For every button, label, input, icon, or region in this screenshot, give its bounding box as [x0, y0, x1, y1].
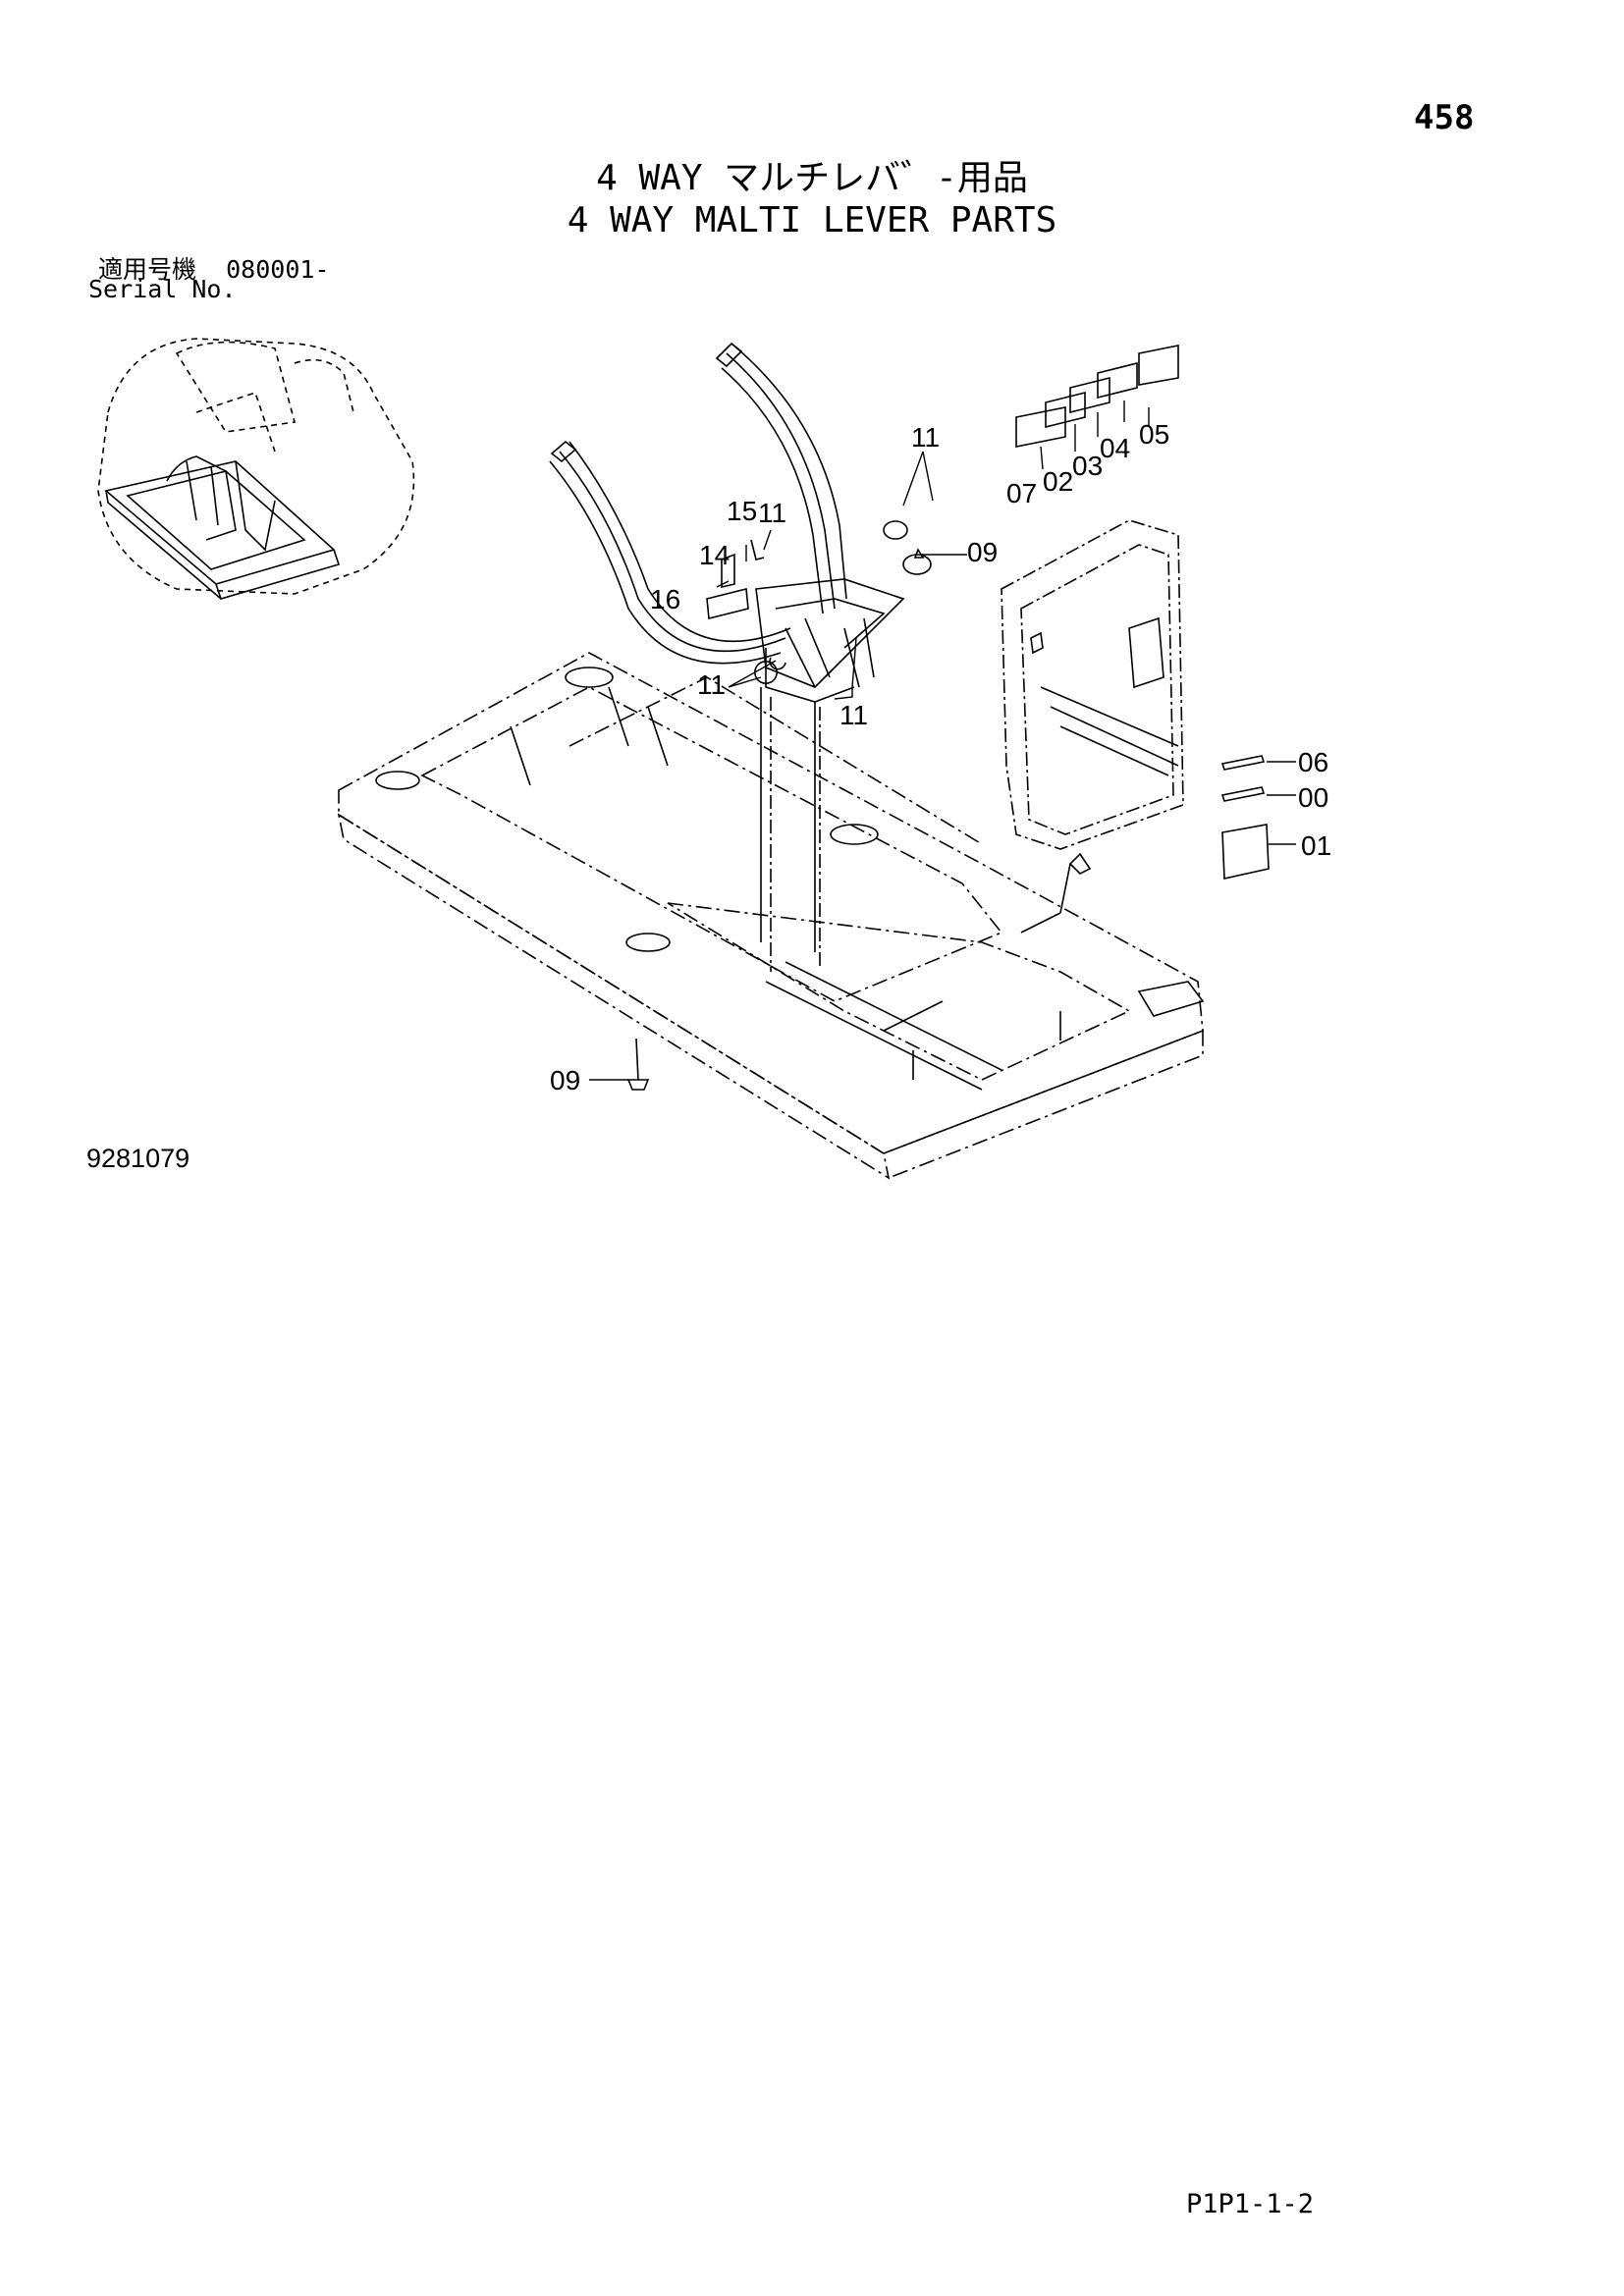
callout-02: 02	[1043, 466, 1073, 497]
callout-09-top: 09	[967, 537, 998, 567]
leader-lines	[589, 400, 1296, 1081]
page-code: P1P1-1-2	[1186, 2189, 1315, 2219]
serial-label-english: Serial No.	[88, 275, 237, 303]
callout-06: 06	[1298, 747, 1328, 777]
callout-11-left: 11	[697, 669, 726, 700]
callout-11-right: 11	[839, 700, 868, 730]
callout-09-bottom: 09	[550, 1065, 580, 1095]
callout-11-b: 11	[758, 498, 786, 528]
callout-14: 14	[699, 540, 730, 570]
callout-04: 04	[1100, 433, 1130, 463]
callout-15: 15	[727, 496, 757, 526]
page-number: 458	[1414, 98, 1475, 137]
page-title-english: 4 WAY MALTI LEVER PARTS	[567, 200, 1057, 240]
callout-03: 03	[1072, 451, 1103, 481]
page-title-japanese: 4 WAY マルチレバ゛-用品	[596, 158, 1028, 198]
callout-07: 07	[1006, 478, 1037, 508]
drawing-number: 9281079	[86, 1144, 190, 1173]
lever-harness-assembly	[549, 342, 932, 972]
callout-05: 05	[1139, 419, 1169, 450]
main-frame	[337, 652, 1205, 1180]
side-cover-panel	[1001, 519, 1184, 934]
machine-overview-inset	[97, 338, 415, 600]
callout-00: 00	[1298, 782, 1328, 813]
serial-range: 適用号機 080001-	[98, 250, 329, 286]
panel-small-parts	[626, 755, 1270, 1091]
callout-11-top: 11	[911, 422, 940, 453]
decal-plates	[1015, 345, 1179, 448]
serial-label-japanese: 適用号機	[98, 255, 197, 284]
callout-01: 01	[1301, 830, 1331, 861]
callout-16: 16	[650, 584, 680, 614]
callout-labels: 11 05 04 03 02 07 15 11 09 14 16 11 11 0…	[550, 419, 1331, 1095]
serial-value: 080001-	[226, 255, 330, 284]
